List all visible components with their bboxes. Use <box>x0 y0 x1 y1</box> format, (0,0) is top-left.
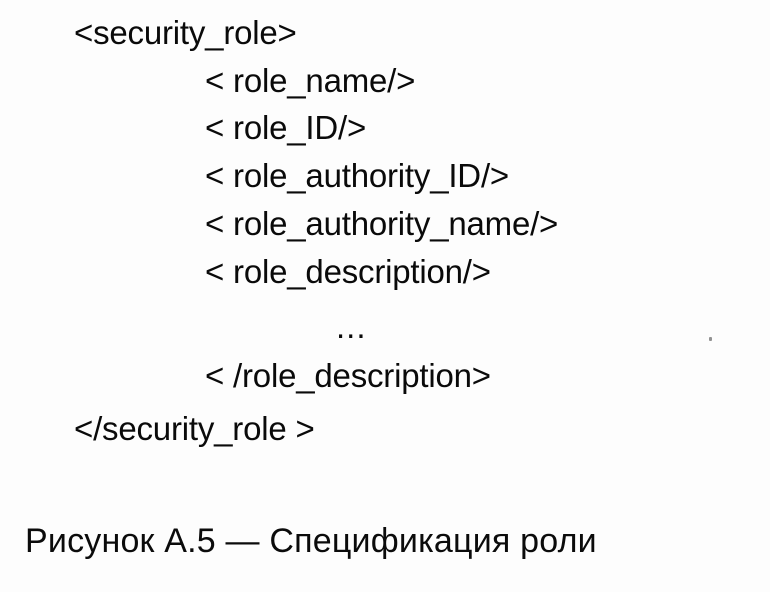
code-line-security-role-close: </security_role > <box>74 410 315 447</box>
code-line-security-role-open: <security_role> <box>74 14 297 51</box>
code-line-role-authority-name: < role_authority_name/> <box>205 205 559 242</box>
code-line-role-description-open: < role_description/> <box>205 253 491 290</box>
figure-caption: Рисунок А.5 — Спецификация роли <box>25 522 597 560</box>
code-line-role-description-close: < /role_description> <box>205 357 491 394</box>
code-line-ellipsis: ... <box>336 308 367 345</box>
code-line-role-id: < role_ID/> <box>205 109 367 146</box>
code-line-role-name: < role_name/> <box>205 62 416 99</box>
code-line-role-authority-id: < role_authority_ID/> <box>205 157 509 194</box>
scan-artifact-speck <box>709 337 712 341</box>
